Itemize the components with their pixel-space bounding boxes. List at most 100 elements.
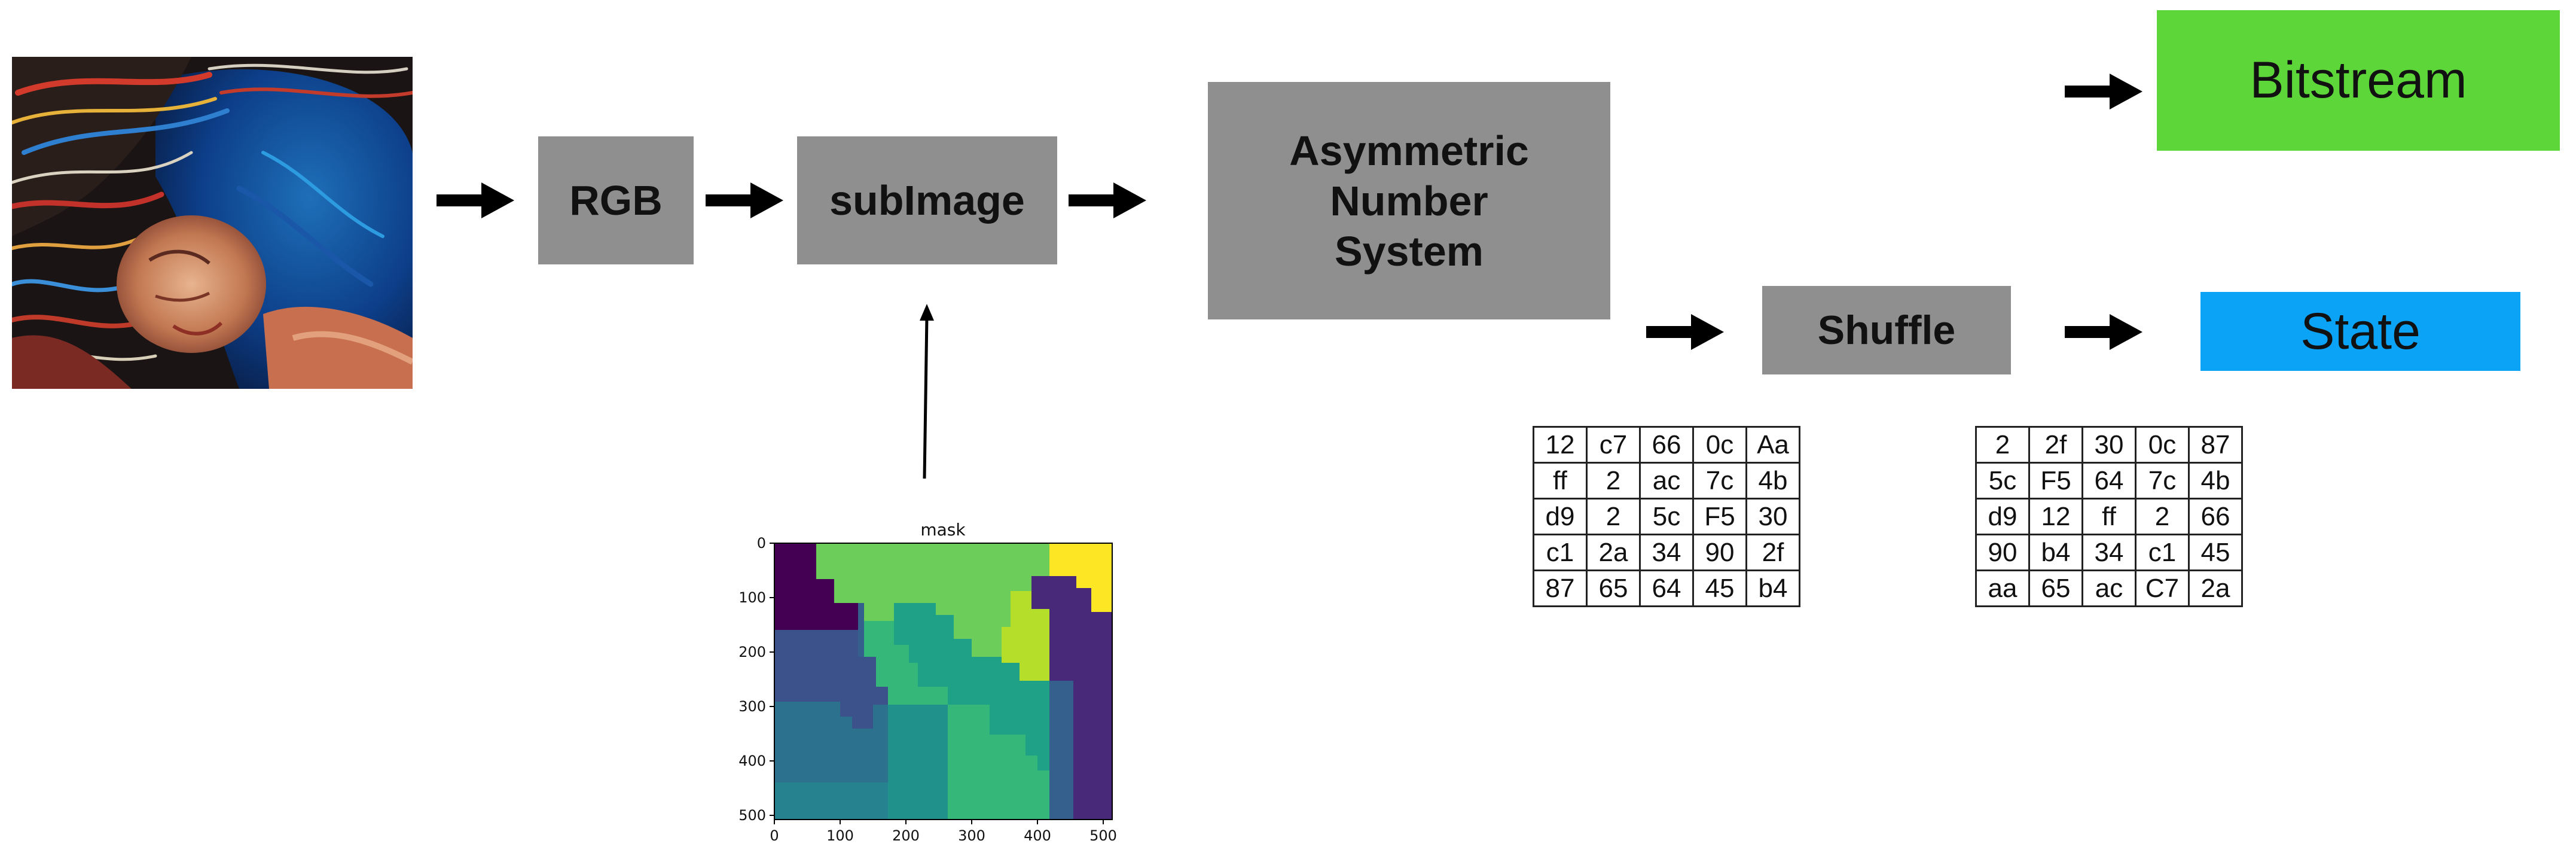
- table-cell: b4: [2028, 534, 2083, 571]
- table-cell: C7: [2135, 569, 2190, 607]
- input-painting-image: [12, 57, 413, 389]
- x-tick-400: 400: [1024, 827, 1051, 844]
- arrow-mask-to-subimage: [920, 304, 934, 479]
- table-cell: 2: [1586, 462, 1641, 500]
- hex-table-before-shuffle: 12 c7 66 0c Aa ff 2 ac 7c 4b d9 2 5c F5 …: [1533, 426, 1800, 607]
- state-box: State: [2200, 292, 2520, 371]
- ans-box: Asymmetric Number System: [1208, 82, 1610, 319]
- x-tick-0: 0: [770, 827, 779, 844]
- table-cell: 90: [1975, 534, 2030, 571]
- arrow-shuffle-to-state: [2065, 314, 2142, 350]
- subimage-label: subImage: [829, 177, 1025, 224]
- y-tick-0: 0: [757, 535, 766, 552]
- arrow-rgb-to-subimage: [706, 182, 783, 218]
- table-cell: 2: [2135, 498, 2190, 535]
- bitstream-box: Bitstream: [2157, 10, 2560, 151]
- table-cell: 30: [1745, 498, 1800, 535]
- table-cell: ff: [1533, 462, 1588, 500]
- mask-heatmap: [774, 543, 1113, 820]
- x-tick-200: 200: [892, 827, 920, 844]
- table-cell: ac: [2081, 569, 2137, 607]
- table-cell: 0c: [2135, 426, 2190, 464]
- y-tick-100: 100: [738, 589, 766, 606]
- table-cell: 2a: [1586, 534, 1641, 571]
- table-cell: 34: [2081, 534, 2137, 571]
- table-row: 5c F5 64 7c 4b: [1975, 462, 2243, 500]
- table-cell: 90: [1692, 534, 1747, 571]
- table-cell: 65: [2028, 569, 2083, 607]
- table-cell: 66: [1639, 426, 1694, 464]
- table-cell: c1: [1533, 534, 1588, 571]
- state-label: State: [2300, 302, 2421, 360]
- table-cell: aa: [1975, 569, 2030, 607]
- table-cell: 2: [1975, 426, 2030, 464]
- table-cell: 87: [1533, 569, 1588, 607]
- arrow-image-to-rgb: [437, 182, 514, 218]
- table-cell: 87: [2188, 426, 2243, 464]
- table-cell: 2f: [1745, 534, 1800, 571]
- arrow-to-bitstream: [2065, 74, 2142, 109]
- table-row: c1 2a 34 90 2f: [1533, 534, 1800, 571]
- table-cell: ac: [1639, 462, 1694, 500]
- table-cell: 45: [1692, 569, 1747, 607]
- mask-x-axis: 0 100 200 300 400 500: [770, 820, 1117, 844]
- table-row: 2 2f 30 0c 87: [1975, 426, 2243, 464]
- table-row: 87 65 64 45 b4: [1533, 569, 1800, 607]
- table-cell: d9: [1975, 498, 2030, 535]
- table-cell: 65: [1586, 569, 1641, 607]
- table-cell: 34: [1639, 534, 1694, 571]
- arrow-subimage-to-ans: [1069, 182, 1146, 218]
- ans-label-line3: System: [1334, 227, 1484, 275]
- y-tick-200: 200: [738, 644, 766, 660]
- table-cell: ff: [2081, 498, 2137, 535]
- table-cell: 5c: [1975, 462, 2030, 500]
- table-cell: 45: [2188, 534, 2243, 571]
- table-cell: 12: [1533, 426, 1588, 464]
- table-cell: 64: [2081, 462, 2137, 500]
- table-cell: F5: [1692, 498, 1747, 535]
- table-cell: F5: [2028, 462, 2083, 500]
- x-tick-500: 500: [1089, 827, 1117, 844]
- x-tick-300: 300: [958, 827, 985, 844]
- shuffle-label: Shuffle: [1817, 307, 1956, 353]
- mask-y-axis: 0 100 200 300 400 500: [738, 535, 774, 824]
- table-cell: 2f: [2028, 426, 2083, 464]
- table-cell: 7c: [1692, 462, 1747, 500]
- table-cell: 12: [2028, 498, 2083, 535]
- table-row: d9 2 5c F5 30: [1533, 498, 1800, 535]
- y-tick-500: 500: [738, 807, 766, 824]
- table-cell: c7: [1586, 426, 1641, 464]
- subimage-box: subImage: [797, 136, 1057, 264]
- bitstream-label: Bitstream: [2250, 51, 2467, 109]
- table-cell: d9: [1533, 498, 1588, 535]
- table-cell: 5c: [1639, 498, 1694, 535]
- y-tick-400: 400: [738, 753, 766, 769]
- table-cell: 7c: [2135, 462, 2190, 500]
- table-row: d9 12 ff 2 66: [1975, 498, 2243, 535]
- table-cell: 2: [1586, 498, 1641, 535]
- ans-label-line1: Asymmetric: [1289, 127, 1529, 174]
- table-cell: 4b: [1745, 462, 1800, 500]
- table-cell: Aa: [1745, 426, 1800, 464]
- ans-label-line2: Number: [1330, 177, 1488, 224]
- x-tick-100: 100: [826, 827, 854, 844]
- y-tick-300: 300: [738, 698, 766, 715]
- mask-chart-title: mask: [920, 520, 966, 540]
- table-cell: c1: [2135, 534, 2190, 571]
- table-cell: 30: [2081, 426, 2137, 464]
- hex-table-after-shuffle: 2 2f 30 0c 87 5c F5 64 7c 4b d9 12 ff 2 …: [1975, 426, 2243, 607]
- table-cell: 2a: [2188, 569, 2243, 607]
- table-row: aa 65 ac C7 2a: [1975, 569, 2243, 607]
- shuffle-box: Shuffle: [1762, 286, 2011, 374]
- table-cell: 0c: [1692, 426, 1747, 464]
- table-cell: b4: [1745, 569, 1800, 607]
- table-cell: 64: [1639, 569, 1694, 607]
- arrow-ans-to-shuffle: [1646, 314, 1724, 350]
- rgb-box: RGB: [538, 136, 694, 264]
- table-cell: 66: [2188, 498, 2243, 535]
- mask-chart: mask 0 100 200 300 400: [727, 514, 1133, 865]
- table-row: 12 c7 66 0c Aa: [1533, 426, 1800, 464]
- table-row: ff 2 ac 7c 4b: [1533, 462, 1800, 500]
- table-cell: 4b: [2188, 462, 2243, 500]
- table-row: 90 b4 34 c1 45: [1975, 534, 2243, 571]
